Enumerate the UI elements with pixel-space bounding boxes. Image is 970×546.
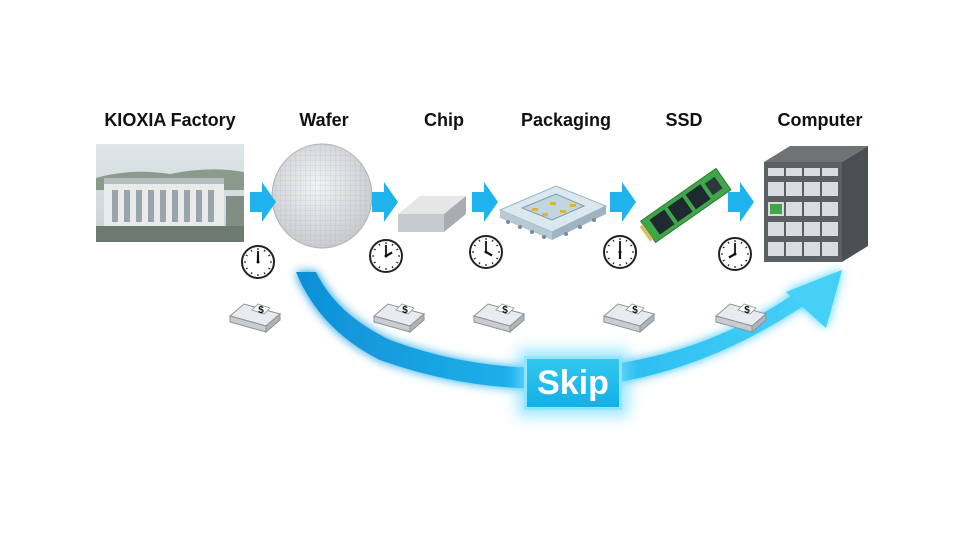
packaging-image (498, 185, 608, 240)
computer-image (764, 146, 868, 262)
right-arrow-icon (250, 182, 276, 222)
stage-label-wafer: Wafer (299, 110, 349, 130)
money-symbol: $ (502, 305, 508, 316)
stage-label-factory: KIOXIA Factory (104, 110, 236, 130)
money-icon: $ (228, 303, 282, 334)
right-arrow-icon (372, 182, 398, 222)
money-icon: $ (714, 303, 768, 334)
clock-icon (369, 239, 403, 273)
right-arrow-icon (472, 182, 498, 222)
money-symbol: $ (402, 305, 408, 316)
clock-icon (469, 235, 503, 269)
money-symbol: $ (632, 305, 638, 316)
stage-label-chip: Chip (424, 110, 464, 130)
money-icon: $ (472, 303, 526, 334)
factory-photo (96, 144, 244, 242)
stage-label-packaging: Packaging (520, 110, 612, 130)
stage-label-computer: Computer (777, 110, 863, 130)
clock-icon (603, 235, 637, 269)
right-arrow-icon (728, 182, 754, 222)
stage-label-ssd: SSD (665, 110, 703, 130)
clock-icon (241, 245, 275, 279)
skip-curved-arrow (296, 270, 842, 389)
right-arrow-icon (610, 182, 636, 222)
money-symbol: $ (744, 305, 750, 316)
money-icon: $ (372, 303, 426, 334)
skip-label: Skip (537, 363, 609, 402)
money-symbol: $ (258, 305, 264, 316)
chip-image (398, 196, 466, 232)
clock-icon (718, 237, 752, 271)
ssd-image (639, 167, 732, 244)
skip-box: Skip (524, 356, 622, 410)
wafer-image (271, 143, 373, 249)
money-icon: $ (602, 303, 656, 334)
